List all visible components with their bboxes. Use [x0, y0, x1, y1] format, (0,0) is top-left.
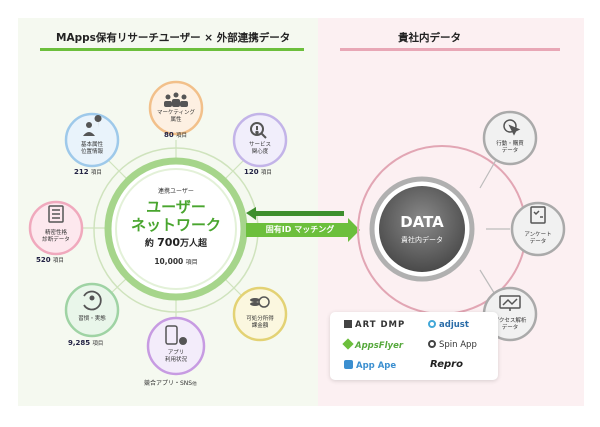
people-chart-icon	[164, 92, 188, 107]
node-apps	[146, 316, 206, 376]
left-heading-underline	[40, 48, 304, 51]
node-habit	[64, 282, 120, 338]
label-psych: 精密性格診断データ	[42, 230, 70, 243]
left-heading: MApps保有リサーチユーザー × 外部連携データ	[56, 32, 291, 44]
node-service	[232, 112, 288, 168]
label-survey: アンケートデータ	[524, 232, 552, 245]
hub-caption: 連携ユーザー	[158, 188, 194, 195]
count-marketing: 80 項目	[164, 131, 187, 139]
checklist-icon	[48, 205, 64, 223]
clipboard-checklist-icon	[530, 206, 546, 224]
data-hub-inner	[379, 186, 465, 272]
connector-access	[479, 269, 497, 297]
matching-label: 固有ID マッチング	[265, 225, 335, 234]
label-service: サービス関心度	[248, 142, 271, 155]
monitor-chart-icon	[499, 295, 521, 311]
apps-footer: 競合アプリ・SNS他	[144, 380, 197, 387]
logo-spin-app: Spin App	[428, 340, 477, 350]
label-access: アクセス解析データ	[493, 318, 527, 331]
person-map-pin-icon	[83, 115, 102, 136]
node-income	[232, 286, 288, 342]
label-basic: 基本属性位置情報	[80, 142, 103, 155]
partner-logos-card: ART DMP adjust AppsFlyer Spin App App Ap…	[330, 312, 498, 380]
node-basic	[64, 112, 120, 168]
coins-yen-icon	[250, 296, 270, 308]
logo-adjust: adjust	[428, 320, 469, 330]
cursor-click-icon	[503, 119, 521, 136]
logo-appsflyer: AppsFlyer	[342, 338, 403, 351]
label-income: 可処分所得課金額	[246, 316, 274, 329]
data-hub-subtitle: 貴社内データ	[401, 236, 443, 244]
art-dmp-mark-icon	[344, 320, 352, 328]
count-service: 120 項目	[244, 168, 272, 176]
right-heading: 貴社内データ	[398, 32, 461, 44]
hub-size: 約 700万人超	[144, 236, 208, 249]
logo-repro: Repro	[430, 359, 463, 370]
logo-art-dmp: ART DMP	[344, 320, 405, 330]
node-behavior	[482, 110, 538, 166]
magnifier-exclamation-icon	[250, 122, 267, 139]
right-heading-underline	[340, 48, 560, 51]
logo-app-ape: App Ape	[344, 360, 396, 371]
label-marketing: マーケティング属性	[156, 110, 196, 123]
count-habit: 9,285 項目	[68, 339, 104, 347]
node-marketing	[148, 80, 204, 136]
node-survey	[510, 201, 566, 257]
data-hub-title: DATA	[400, 213, 444, 231]
label-apps: アプリ利用状況	[164, 350, 187, 363]
connector-behavior	[479, 159, 497, 189]
hub-inner-ring	[115, 168, 237, 290]
node-psych	[28, 200, 84, 256]
hub-title-line2: ネットワーク	[130, 216, 221, 234]
refresh-person-icon	[83, 290, 102, 311]
hub-title-line1: ユーザー	[146, 198, 206, 216]
spin-app-mark-icon	[428, 340, 436, 348]
label-habit: 習慣・実態	[78, 316, 106, 322]
hub-items: 10,000 項目	[154, 257, 198, 266]
smartphone-facebook-icon	[165, 325, 187, 345]
matching-arrows	[246, 207, 360, 242]
label-behavior: 行動・購買データ	[496, 141, 524, 154]
adjust-mark-icon	[428, 320, 436, 328]
app-ape-mark-icon	[344, 360, 353, 369]
count-basic: 212 項目	[74, 168, 102, 176]
count-psych: 520 項目	[36, 256, 64, 264]
appsflyer-mark-icon	[342, 338, 354, 350]
